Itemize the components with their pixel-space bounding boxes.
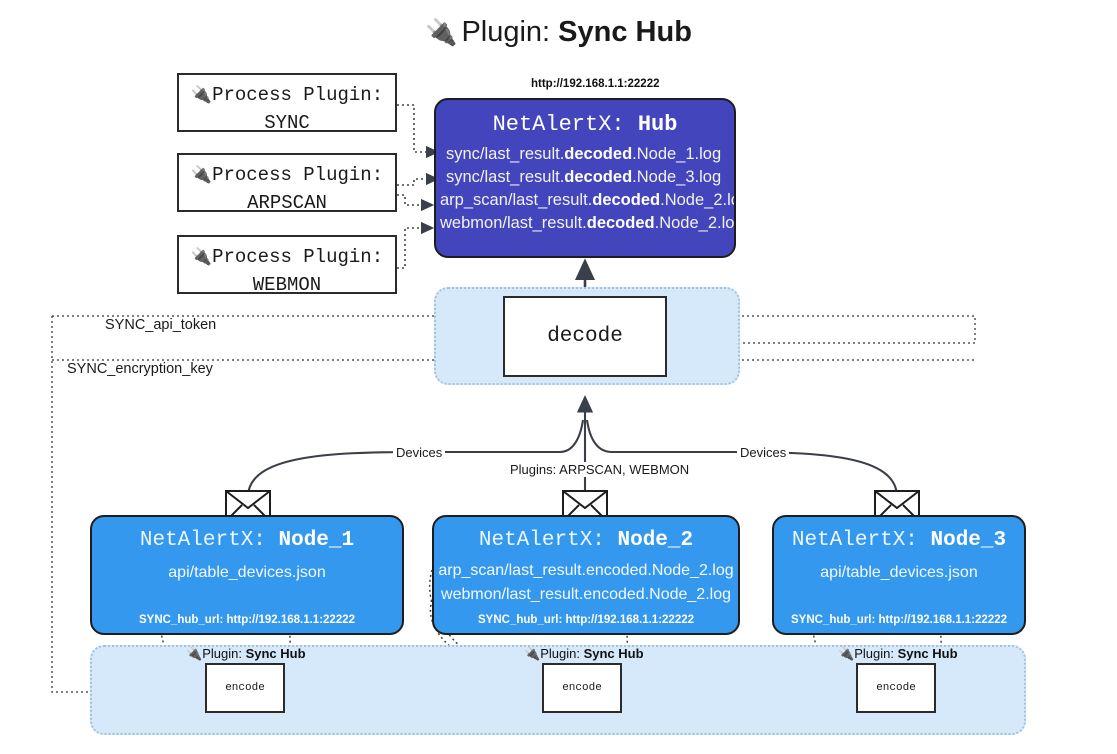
process-plugin-line2: ARPSCAN [247, 191, 327, 214]
node-title: NetAlertX: Node_3 [791, 529, 1007, 552]
plug-icon: 🔌 [190, 165, 213, 185]
page-title-prefix: Plugin: [461, 16, 559, 48]
node-box-node-1[interactable]: NetAlertX: Node_1 api/table_devices.json… [90, 515, 404, 635]
hub-log-line: webmon/last_result.decoded.Node_2.log [440, 214, 736, 232]
process-plugin-line2: WEBMON [252, 273, 322, 296]
node-hub-url: SYNC_hub_url: http://192.168.1.1:22222 [477, 614, 695, 626]
encoder-plugin-tag: 🔌Plugin: Sync Hub [524, 646, 644, 662]
encoder-plugin-tag: 🔌Plugin: Sync Hub [838, 646, 958, 662]
process-plugin-box-webmon[interactable]: 🔌Process Plugin: WEBMON [177, 235, 397, 296]
decode-box[interactable]: decode [503, 296, 667, 377]
encode-box-node-3[interactable]: encode [856, 663, 936, 713]
encode-label: encode [225, 682, 265, 694]
plug-icon: 🔌 [186, 647, 203, 662]
node-box-node-3[interactable]: NetAlertX: Node_3 api/table_devices.json… [772, 515, 1026, 635]
encode-box-node-2[interactable]: encode [542, 663, 622, 713]
plug-icon: 🔌 [190, 247, 213, 267]
node-hub-url: SYNC_hub_url: http://192.168.1.1:22222 [790, 614, 1008, 626]
edge-label-devices-right: Devices [737, 445, 790, 460]
hub-url-label: http://192.168.1.1:22222 [531, 78, 660, 90]
hub-log-line: arp_scan/last_result.decoded.Node_2.log [440, 191, 734, 209]
edge-label-plugins-center: Plugins: ARPSCAN, WEBMON [507, 462, 693, 477]
node-title: NetAlertX: Node_1 [139, 529, 355, 552]
plug-icon: 🔌 [524, 647, 541, 662]
plug-icon: 🔌 [190, 85, 213, 105]
encode-label: encode [562, 682, 602, 694]
encoder-plugin-tag: 🔌Plugin: Sync Hub [186, 646, 306, 662]
hub-title: NetAlertX: Hub [492, 112, 678, 137]
process-plugin-box-arpscan[interactable]: 🔌Process Plugin: ARPSCAN [177, 153, 397, 214]
node-title: NetAlertX: Node_2 [478, 529, 694, 552]
node-content-line: arp_scan/last_result.encoded.Node_2.log [438, 562, 734, 579]
hub-log-line: sync/last_result.decoded.Node_3.log [446, 168, 722, 186]
encode-box-node-1[interactable]: encode [205, 663, 285, 713]
process-plugin-line1: 🔌Process Plugin: [190, 164, 384, 186]
hub-log-line: sync/last_result.decoded.Node_1.log [446, 145, 722, 163]
plug-icon: 🔌 [838, 647, 855, 662]
process-plugin-line2: SYNC [264, 111, 310, 134]
decode-label: decode [547, 325, 623, 348]
page-title-name: Sync Hub [558, 16, 692, 48]
hub-node-box[interactable]: NetAlertX: Hub sync/last_result.decoded.… [434, 98, 736, 258]
node-content-line: api/table_devices.json [820, 564, 978, 581]
process-plugin-line1: 🔌Process Plugin: [190, 246, 384, 268]
edge-label-devices-left: Devices [393, 445, 446, 460]
sync-encryption-key-label: SYNC_encryption_key [63, 361, 217, 377]
process-plugin-line1: 🔌Process Plugin: [190, 84, 384, 106]
plug-icon: 🔌 [425, 17, 458, 47]
node-content-line: api/table_devices.json [168, 564, 326, 581]
node-box-node-2[interactable]: NetAlertX: Node_2 arp_scan/last_result.e… [432, 515, 740, 635]
node-content-line: webmon/last_result.encoded.Node_2.log [441, 586, 731, 603]
sync-api-token-label: SYNC_api_token [101, 317, 221, 333]
node-hub-url: SYNC_hub_url: http://192.168.1.1:22222 [138, 614, 356, 626]
encode-label: encode [876, 682, 916, 694]
page-title: 🔌Plugin: Sync Hub [0, 16, 1117, 49]
process-plugin-box-sync[interactable]: 🔌Process Plugin: SYNC [177, 73, 397, 134]
